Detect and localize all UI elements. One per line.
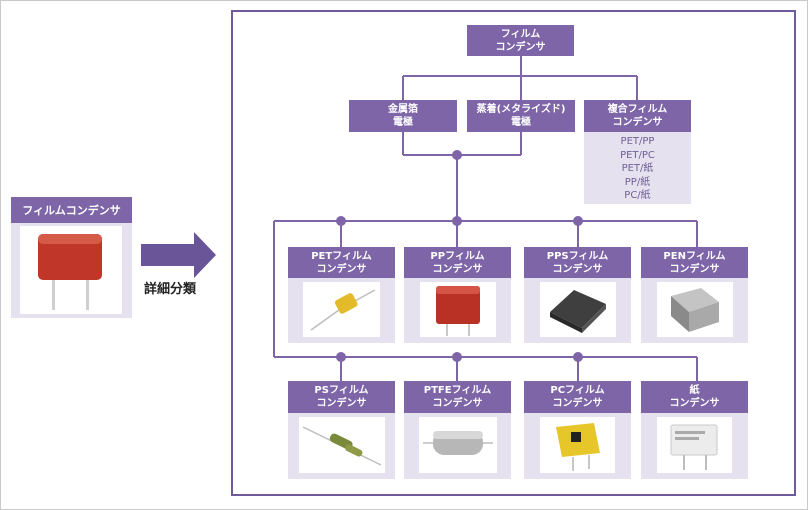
pp-film-title: PPフィルム コンデンサ (404, 247, 511, 278)
pps-film-image (540, 282, 616, 337)
arrow-label: 詳細分類 (144, 282, 197, 297)
ps-film-image (299, 417, 385, 473)
junction-dot (452, 352, 462, 362)
composite-item: PP/紙 (624, 176, 651, 188)
metallized-electrode-node: 蒸着(メタライズド) 電極 (467, 100, 575, 132)
junction-dot (573, 352, 583, 362)
yellow-box-capacitor-image (556, 423, 600, 471)
junction-dot (573, 216, 583, 226)
ps-film-title: PSフィルム コンデンサ (288, 381, 395, 413)
classification-panel (231, 10, 796, 496)
metal-foil-electrode-node: 金属箔 電極 (349, 100, 457, 132)
left-card-image (20, 226, 122, 314)
composite-item: PET/PP (620, 136, 655, 147)
pc-film-image (540, 417, 615, 473)
pen-film-title: PENフィルム コンデンサ (641, 247, 748, 278)
yellow-axial-capacitor-image (310, 289, 376, 331)
paper-title: 紙 コンデンサ (641, 381, 748, 413)
grey-smd-capacitor-image (671, 288, 719, 332)
pp-film-image (420, 282, 496, 337)
junction-dot (336, 352, 346, 362)
junction-dot (452, 150, 462, 160)
red-film-capacitor-image (38, 234, 102, 310)
pet-film-image (303, 282, 380, 337)
left-card-title: フィルムコンデンサ (11, 197, 132, 223)
white-box-capacitor-image (670, 424, 718, 470)
composite-item: PC/紙 (624, 190, 651, 201)
red-box-capacitor-image (436, 286, 480, 336)
pps-film-title: PPSフィルム コンデンサ (524, 247, 631, 278)
ptfe-film-image (419, 417, 497, 473)
junction-dot (452, 216, 462, 226)
pen-film-image (657, 282, 733, 337)
junction-dot (336, 216, 346, 226)
composite-item: PET/紙 (621, 163, 654, 174)
pc-film-title: PCフィルム コンデンサ (524, 381, 631, 413)
composite-item: PET/PC (620, 149, 655, 161)
green-axial-capacitor-image (302, 426, 382, 466)
dark-smd-capacitor-image (550, 290, 606, 333)
root-node: フィルム コンデンサ (467, 25, 574, 56)
composite-film-node: 複合フィルム コンデンサ (584, 100, 691, 132)
pet-film-title: PETフィルム コンデンサ (288, 247, 395, 278)
paper-image (657, 417, 732, 473)
ptfe-film-title: PTFEフィルム コンデンサ (404, 381, 511, 413)
silver-axial-capacitor-image (423, 431, 493, 455)
